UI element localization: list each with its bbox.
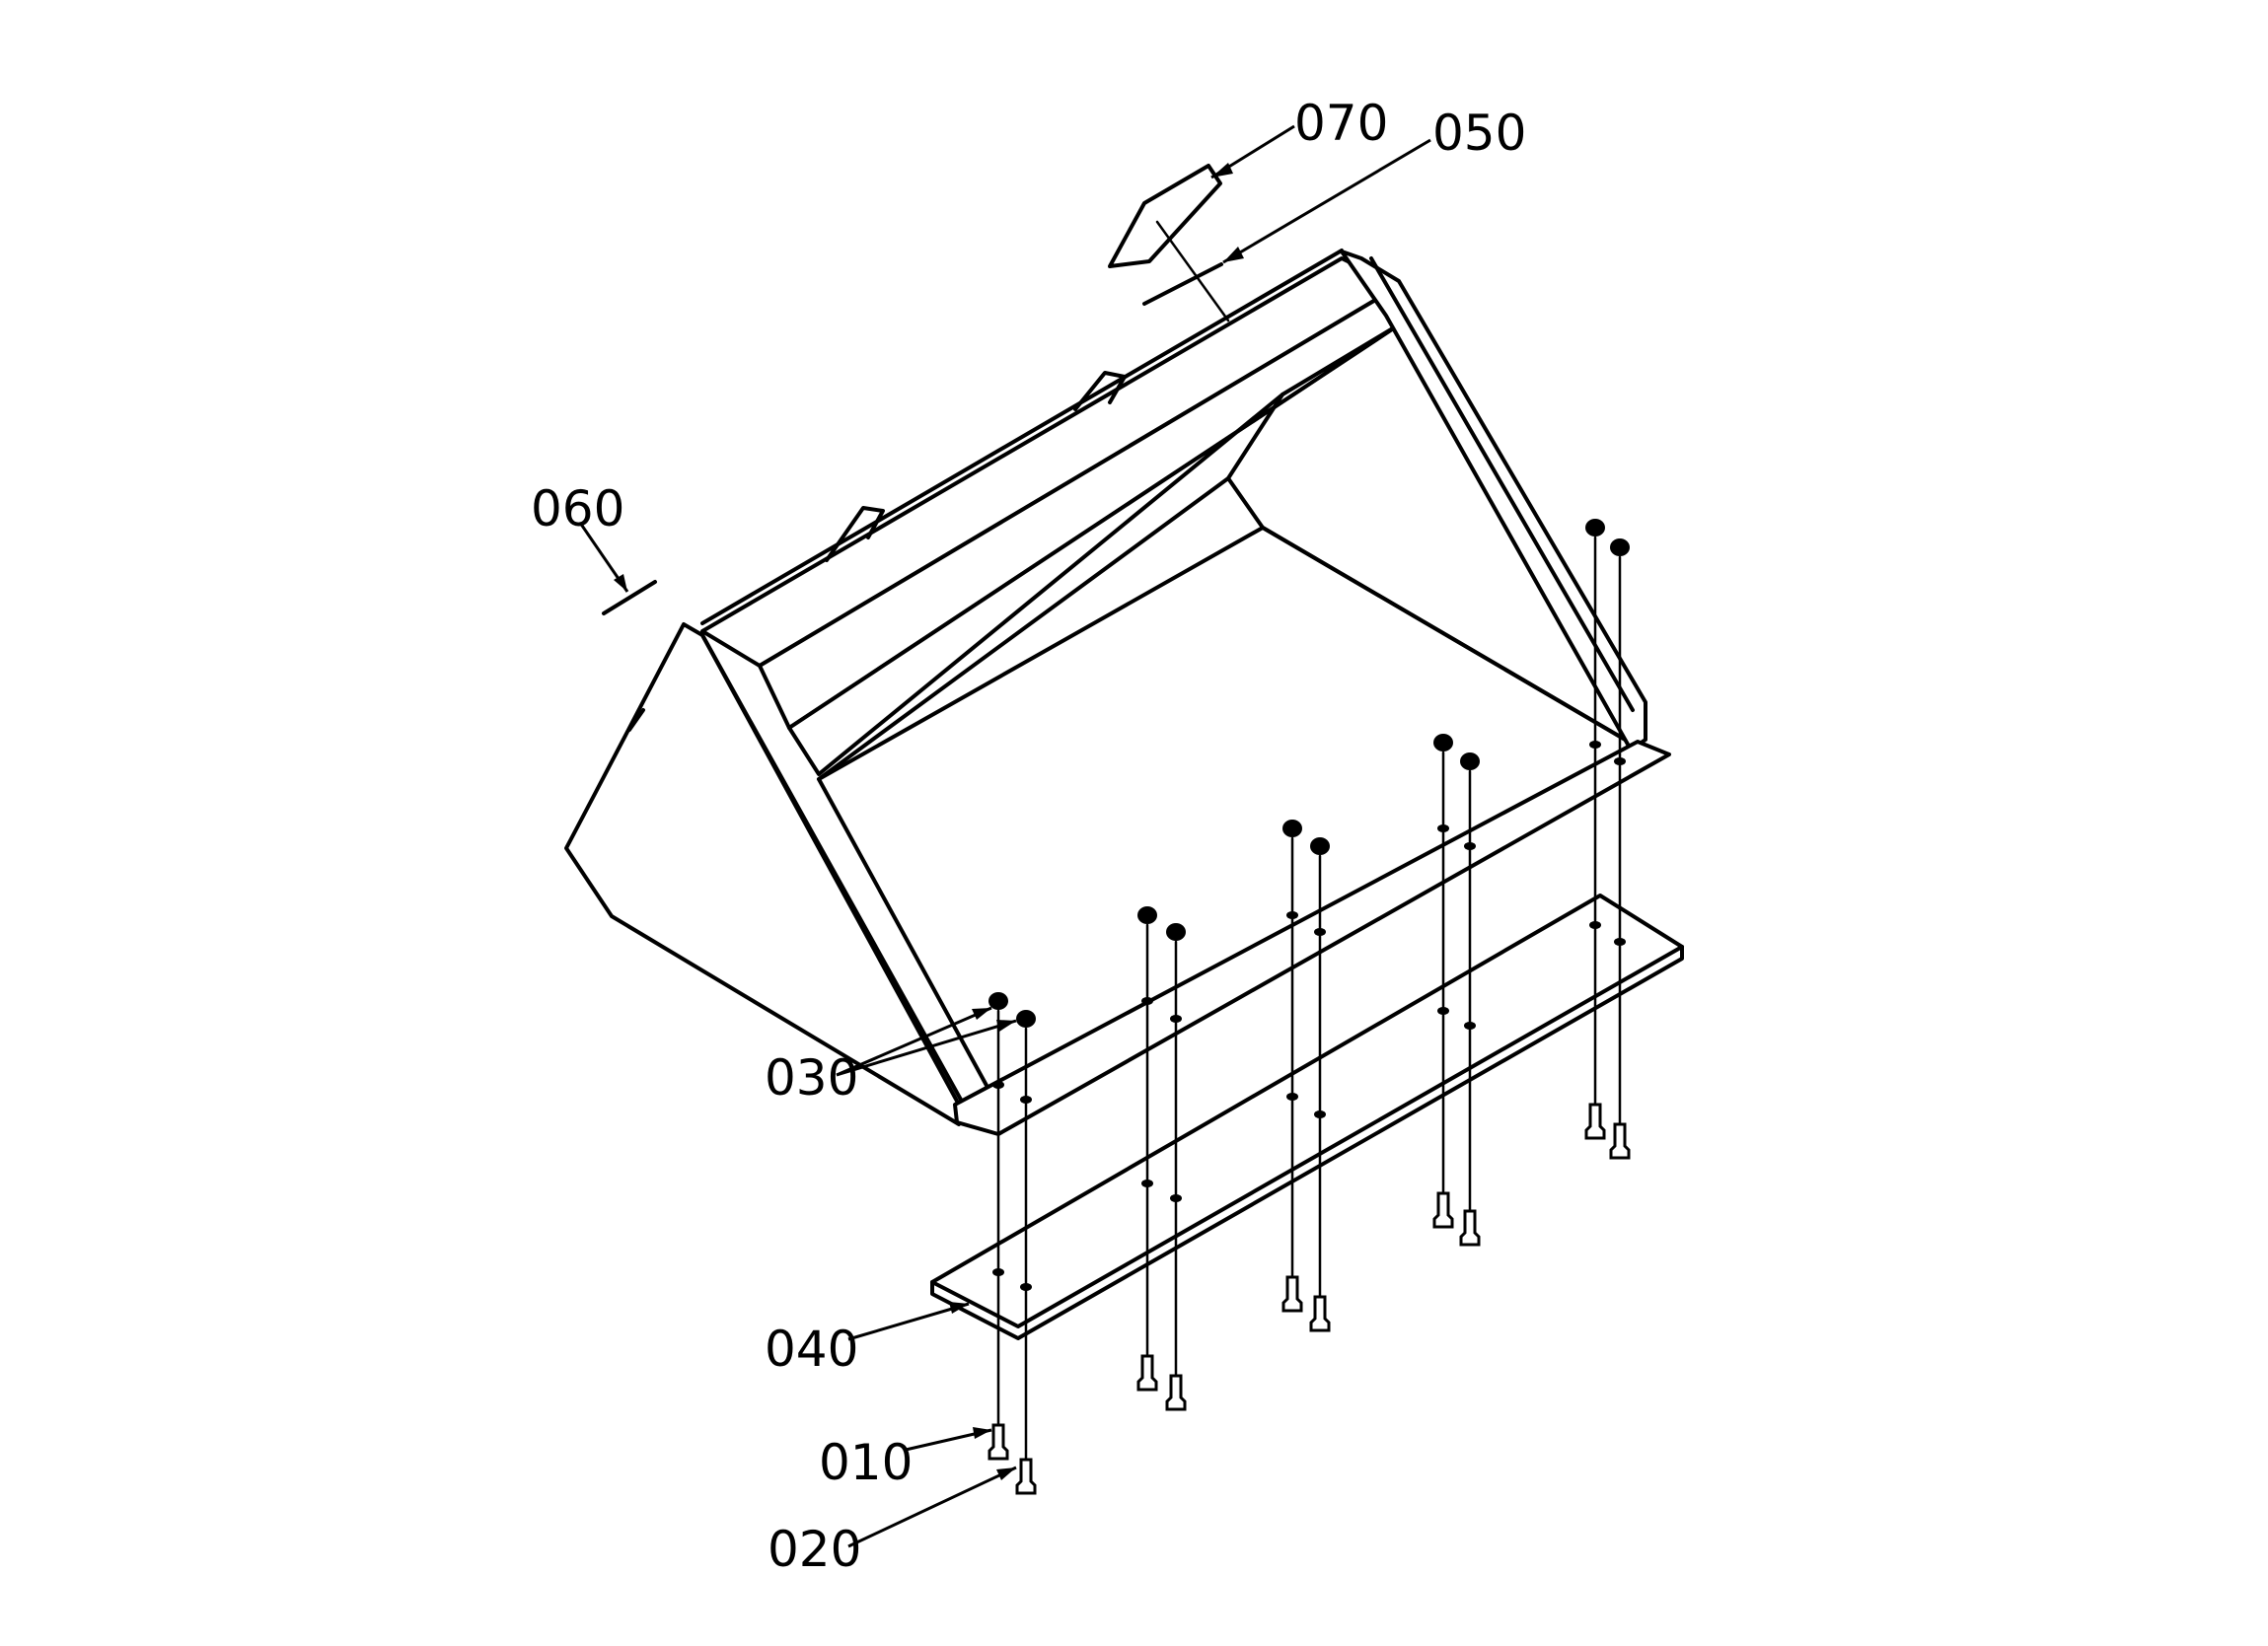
rear-lug-1 [825,506,885,562]
part-030-nut [1016,1010,1036,1028]
part-070-guide-line [1155,220,1230,322]
part-010-bolt [1281,1275,1303,1313]
part-010-bolt [1584,1103,1606,1140]
bolt-hole [1314,928,1326,936]
rear-lug-3 [627,708,645,732]
callout-030: 030 [765,1049,858,1107]
part-010-bolt [1136,1354,1158,1392]
leader-030b [836,1019,1017,1077]
arrow-060 [614,574,627,592]
bolt-hole [1170,1015,1182,1023]
part-030-nut [1166,923,1186,941]
bolt-hole [1286,1093,1298,1101]
part-070-decal-plate [1108,164,1222,268]
part-030-nut [1460,752,1480,770]
bolt-hole [1020,1096,1032,1104]
bolt-hole [1314,1110,1326,1118]
bucket-lip [953,740,1671,1136]
bolt-hole [1589,741,1601,749]
bolt-hole [1614,938,1626,946]
part-020-bolt [1609,1122,1631,1160]
fastener-group [988,519,1631,1495]
callout-leaders [578,124,1431,1548]
leader-020 [847,1466,1017,1548]
bucket-back-crease [817,393,1284,781]
bolt-hole [1614,757,1626,765]
arrow-020 [996,1467,1016,1480]
bolt-hole [1286,911,1298,919]
leader-030a [836,1006,992,1077]
callout-010: 010 [819,1434,913,1491]
arrow-050 [1223,247,1244,262]
part-020-bolt [1459,1209,1481,1247]
callout-020: 020 [768,1521,861,1578]
part-030-nut [1585,519,1605,537]
part-030-nut [1433,734,1453,751]
bolt-hole [1170,1194,1182,1202]
part-020-bolt [1015,1458,1037,1495]
part-050-strip [1142,262,1223,306]
arrow-030a [972,1008,991,1020]
part-030-nut [1610,538,1630,556]
leader-040 [847,1302,970,1341]
bolt-hole [1141,997,1153,1005]
rear-lug-2 [1073,371,1127,411]
bolt-hole [1437,1007,1449,1015]
bolt-hole [1020,1283,1032,1291]
part-010-bolt [1432,1191,1454,1229]
bolt-hole [992,1081,1004,1089]
bucket-right-side-plate [1340,250,1647,751]
bolt-hole [1141,1180,1153,1187]
part-010-bolt [988,1423,1009,1461]
part-020-bolt [1165,1374,1187,1411]
part-020-bolt [1309,1295,1331,1332]
callout-050: 050 [1432,105,1526,162]
arrow-030b [996,1020,1016,1032]
callout-060: 060 [531,480,624,537]
arrow-040 [949,1302,969,1314]
part-030-nut [1282,820,1302,837]
part-040-edge-thickness [930,945,1684,1340]
bolt-hole [1437,824,1449,832]
bolt-hole [1589,921,1601,929]
bolt-hole [1464,1022,1476,1030]
bolt-hole [992,1268,1004,1276]
callout-070: 070 [1294,95,1388,152]
bucket-floor-crease [1226,476,1647,753]
arrow-010 [973,1427,991,1439]
leader-050 [1222,138,1431,264]
part-030-nut [988,992,1008,1010]
part-030-nut [1310,837,1330,855]
bolt-hole [1464,842,1476,850]
callout-040: 040 [765,1321,858,1378]
bucket-right-side-edge [1369,256,1635,712]
bucket-top-edge [700,249,1344,625]
part-030-nut [1137,906,1157,924]
part-060-decal [602,580,657,615]
arrow-070 [1211,163,1233,178]
